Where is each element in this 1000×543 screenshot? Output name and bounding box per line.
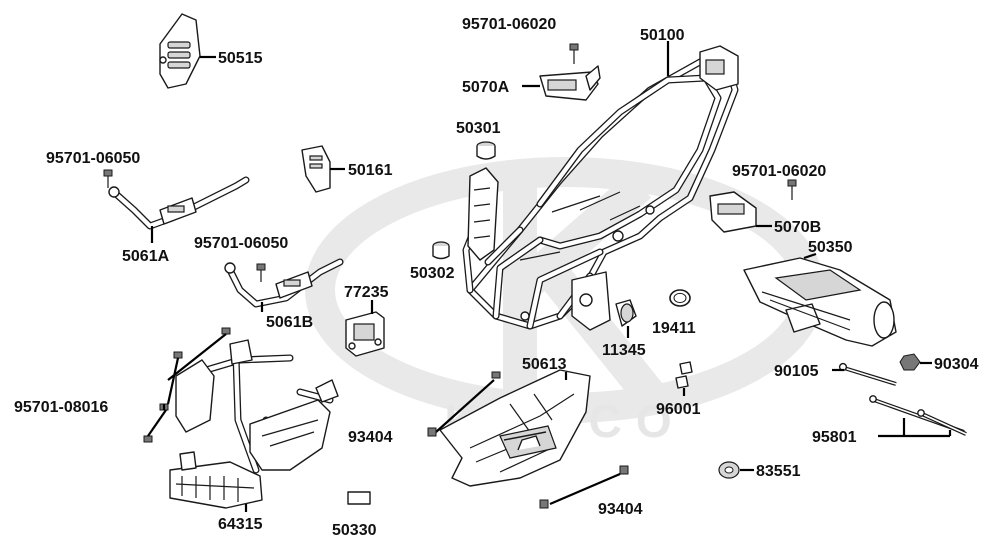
label-95701-06050-b: 95701-06050 xyxy=(194,235,288,252)
nut-90304 xyxy=(899,353,932,371)
bracket-50161 xyxy=(301,145,345,193)
label-95701-06020-right: 95701-06020 xyxy=(732,163,826,180)
label-95701-08016: 95701-08016 xyxy=(14,399,108,416)
arm-5061B xyxy=(224,258,344,312)
label-77235: 77235 xyxy=(344,284,389,301)
screw-93404-b xyxy=(539,465,629,509)
cap-50301 xyxy=(476,141,496,160)
bolt-95701-06020-top xyxy=(569,43,579,64)
label-50301: 50301 xyxy=(456,120,501,137)
bolt-95701-06020-right xyxy=(787,179,797,200)
bracket-5070A xyxy=(522,65,601,101)
clips-96001 xyxy=(675,361,693,396)
label-50100: 50100 xyxy=(640,27,685,44)
label-95801: 95801 xyxy=(812,429,857,446)
bolts-95701-08016 xyxy=(143,327,231,443)
label-83551: 83551 xyxy=(756,463,801,480)
washer-83551 xyxy=(718,461,754,479)
screw-93404-a xyxy=(427,371,501,437)
label-50613: 50613 xyxy=(522,356,567,373)
arm-5061A xyxy=(108,176,250,243)
bracket-5070B xyxy=(709,191,772,233)
label-90105: 90105 xyxy=(774,363,819,380)
cushion-50302 xyxy=(432,241,450,260)
label-95701-06020-top: 95701-06020 xyxy=(462,16,556,33)
bolt-90105 xyxy=(832,362,897,386)
main-frame-50100 xyxy=(462,41,739,331)
label-50161: 50161 xyxy=(348,162,393,179)
label-11345: 11345 xyxy=(602,342,646,359)
clamp-19411 xyxy=(669,289,691,307)
label-96001: 96001 xyxy=(656,401,701,418)
bolt-95701-06050-b xyxy=(256,263,266,282)
cover-50350 xyxy=(743,252,897,347)
label-90304: 90304 xyxy=(934,356,979,373)
label-50302: 50302 xyxy=(410,265,455,282)
bracket-50515 xyxy=(159,13,216,89)
under-cover-50613 xyxy=(439,369,591,487)
bolts-95801 xyxy=(869,395,967,438)
sub-frame-64315 xyxy=(169,339,339,512)
label-5061B: 5061B xyxy=(266,314,313,331)
label-5070B: 5070B xyxy=(774,219,821,236)
label-64315: 64315 xyxy=(218,516,263,533)
label-93404-a: 93404 xyxy=(348,429,393,446)
label-5061A: 5061A xyxy=(122,248,170,265)
label-50515: 50515 xyxy=(218,50,263,67)
label-93404-b: 93404 xyxy=(598,501,643,518)
lock-77235 xyxy=(345,300,385,357)
label-50330 xyxy=(347,491,371,505)
label-5070A: 5070A xyxy=(462,79,510,96)
label-19411: 19411 xyxy=(652,320,696,337)
label-50350: 50350 xyxy=(808,239,853,256)
bolt-95701-06050-a xyxy=(103,169,113,188)
bushing-11345 xyxy=(615,299,637,338)
label-95701-06050-a: 95701-06050 xyxy=(46,150,140,167)
label-50330: 50330 xyxy=(332,522,377,539)
